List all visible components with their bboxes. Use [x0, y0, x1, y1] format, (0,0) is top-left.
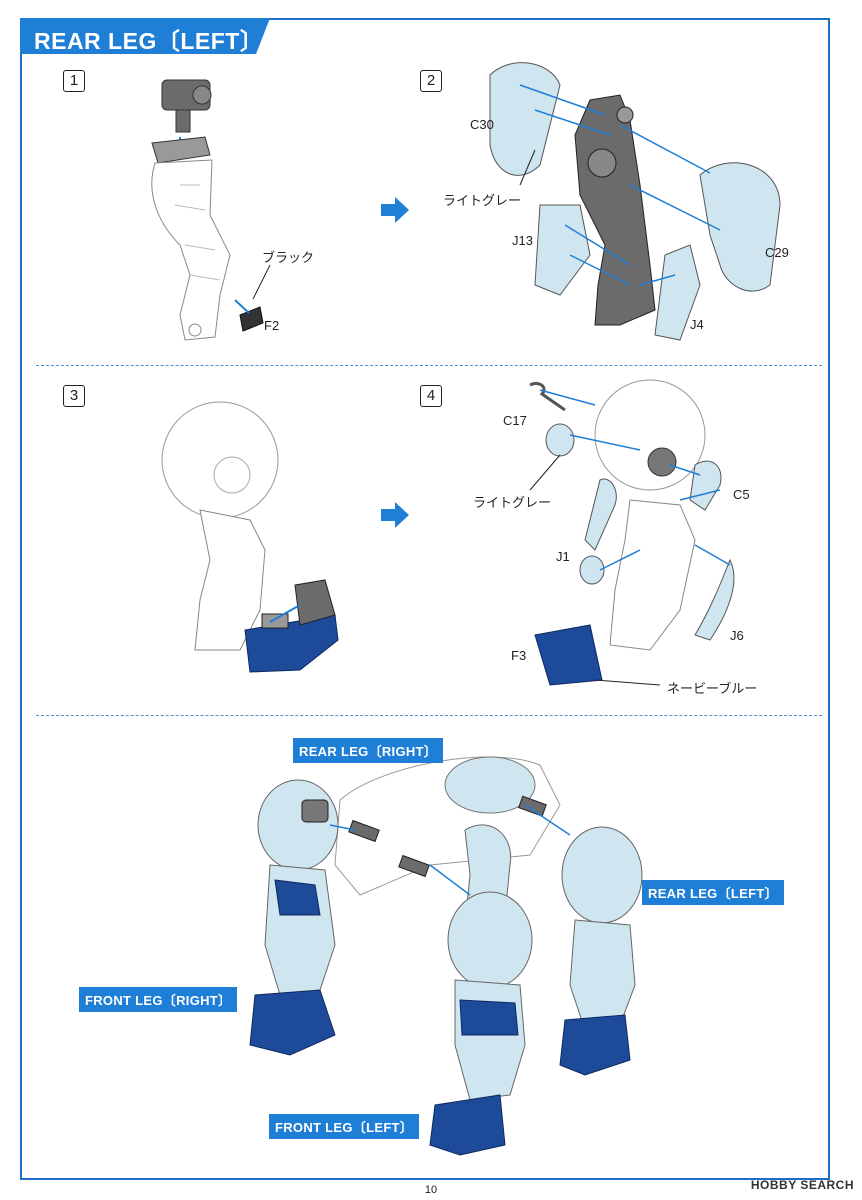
step2-leg-illustration — [489, 62, 781, 341]
label-navy-blue: ネービーブルー — [667, 681, 758, 696]
label-black: ブラック — [262, 250, 315, 265]
section-divider — [36, 715, 822, 716]
label-j4: J4 — [690, 317, 704, 332]
label-j13: J13 — [512, 233, 533, 248]
label-c5: C5 — [733, 487, 750, 502]
label-j1: J1 — [556, 549, 570, 564]
tag-rear-leg-left: REAR LEG〔LEFT〕 — [642, 880, 784, 905]
label-j6: J6 — [730, 628, 744, 643]
page-title: REAR LEG〔LEFT〕 — [34, 28, 264, 54]
label-c17: C17 — [503, 413, 527, 428]
label-c29: C29 — [765, 245, 789, 260]
page-number: 10 — [424, 1184, 438, 1196]
next-step-arrow — [381, 197, 409, 223]
next-step-arrow — [381, 502, 409, 528]
section-header: REAR LEG〔LEFT〕 — [20, 18, 270, 54]
section-divider — [36, 365, 822, 366]
step-number-4: 4 — [420, 385, 442, 407]
step3-leg-illustration — [161, 401, 339, 673]
step-number-1: 1 — [63, 70, 85, 92]
final-assembly-illustration — [249, 756, 643, 1156]
callout-line — [252, 264, 271, 300]
label-f3: F3 — [511, 648, 527, 663]
tag-rear-leg-right: REAR LEG〔RIGHT〕 — [293, 738, 444, 763]
step4-leg-illustration — [529, 379, 735, 686]
step-number-3: 3 — [63, 385, 85, 407]
tag-front-leg-right: FRONT LEG〔RIGHT〕 — [79, 987, 238, 1012]
header-banner — [20, 18, 270, 54]
step1-leg-illustration — [151, 79, 231, 341]
label-light-gray: ライトグレー — [473, 495, 552, 510]
tag-front-leg-left: FRONT LEG〔LEFT〕 — [269, 1114, 420, 1139]
watermark: HOBBY SEARCH — [750, 1178, 854, 1192]
label-c30: C30 — [470, 117, 494, 132]
step-number-2: 2 — [420, 70, 442, 92]
label-light-gray: ライトグレー — [443, 193, 522, 208]
label-f2: F2 — [264, 318, 280, 333]
part-f2-black — [234, 299, 264, 332]
page-frame — [20, 18, 830, 1180]
